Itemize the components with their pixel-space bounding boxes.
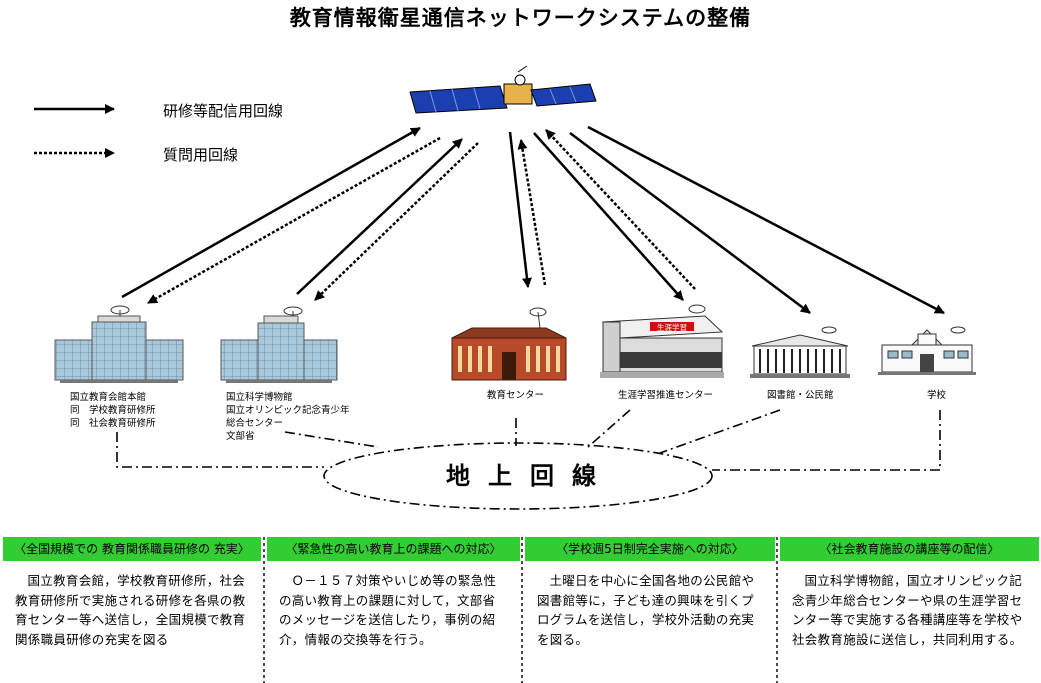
panel-body: 土曜日を中心に全国各地の公民館や図書館等に，子ども達の興味を引くプログラムを送信… — [537, 573, 755, 647]
arrow-solid-edu-center — [508, 131, 532, 288]
site-label-edu-center: 教育センター — [487, 390, 545, 401]
panel-body: Ｏ－１５７対策やいじめ等の緊急性の高い教育上の課題に対して，文部省のメッセージを… — [279, 573, 497, 647]
panel-five-day-week: 〈学校週5日制完全実施への対応〉 土曜日を中心に全国各地の公民館や図書館等に，子… — [525, 537, 775, 683]
arrow-solid-lifelong — [533, 132, 684, 301]
arrow-dotted-nier — [147, 136, 441, 305]
lifelong-sign: 生涯学習 — [657, 322, 687, 332]
arrow-solid-museum — [296, 138, 463, 295]
building-lifelong-icon: 生涯学習 — [600, 304, 724, 378]
site-label-lifelong: 生涯学習推進センター — [618, 390, 714, 401]
satellite-icon — [409, 65, 597, 114]
arrow-solid-library — [569, 132, 811, 314]
building-museum-icon — [220, 306, 338, 383]
building-edu-center-icon — [451, 307, 567, 381]
legend-dotted-label: 質問用回線 — [163, 146, 239, 164]
panel-header: 〈全国規模での 教育関係職員研修の 充実〉 — [3, 537, 261, 561]
legend-solid-label: 研修等配信用回線 — [163, 102, 284, 120]
diagram-title: 教育情報衛星通信ネットワークシステムの整備 — [289, 6, 752, 30]
building-nier-icon — [54, 305, 184, 383]
arrow-solid-nier — [121, 126, 421, 299]
site-label-school: 学校 — [927, 390, 947, 401]
panel-dividers — [263, 537, 778, 683]
ground-line-network — [116, 409, 941, 510]
site-label-library: 図書館・公民館 — [767, 390, 834, 401]
ground-line-label: 地上回線 — [446, 462, 614, 490]
panel-body: 国立教育会館，学校教育研修所，社会教育研修所で実施される研修を各県の教育センター… — [15, 573, 246, 647]
site-label-nier: 国立教育会館本館 同 学校教育研修所 同 社会教育研修所 — [70, 392, 156, 429]
building-school-icon — [878, 326, 976, 375]
panel-header: 〈社会教育施設の講座等の配信〉 — [780, 537, 1039, 561]
arrow-dotted-museum — [314, 142, 479, 301]
panel-national-training: 〈全国規模での 教育関係職員研修の 充実〉 国立教育会館，学校教育研修所，社会教… — [3, 537, 261, 683]
site-label-museum: 国立科学博物館 国立オリンピック記念青少年 総合センター 文部省 — [226, 392, 350, 442]
panel-urgent-issues: 〈緊急性の高い教育上の課題への対応〉 Ｏ－１５７対策やいじめ等の緊急性の高い教育… — [267, 537, 520, 683]
arrow-dotted-lifelong — [545, 129, 696, 290]
panel-header: 〈緊急性の高い教育上の課題への対応〉 — [267, 537, 520, 561]
arrow-dotted-edu-center — [517, 139, 547, 286]
building-library-icon — [750, 326, 850, 378]
arrow-solid-school — [587, 125, 945, 315]
panel-body: 国立科学博物館，国立オリンピック記念青少年総合センターや県の生涯学習センター等で… — [792, 573, 1023, 647]
panel-social-education: 〈社会教育施設の講座等の配信〉 国立科学博物館，国立オリンピック記念青少年総合セ… — [780, 537, 1039, 683]
panel-header: 〈学校週5日制完全実施への対応〉 — [525, 537, 775, 561]
